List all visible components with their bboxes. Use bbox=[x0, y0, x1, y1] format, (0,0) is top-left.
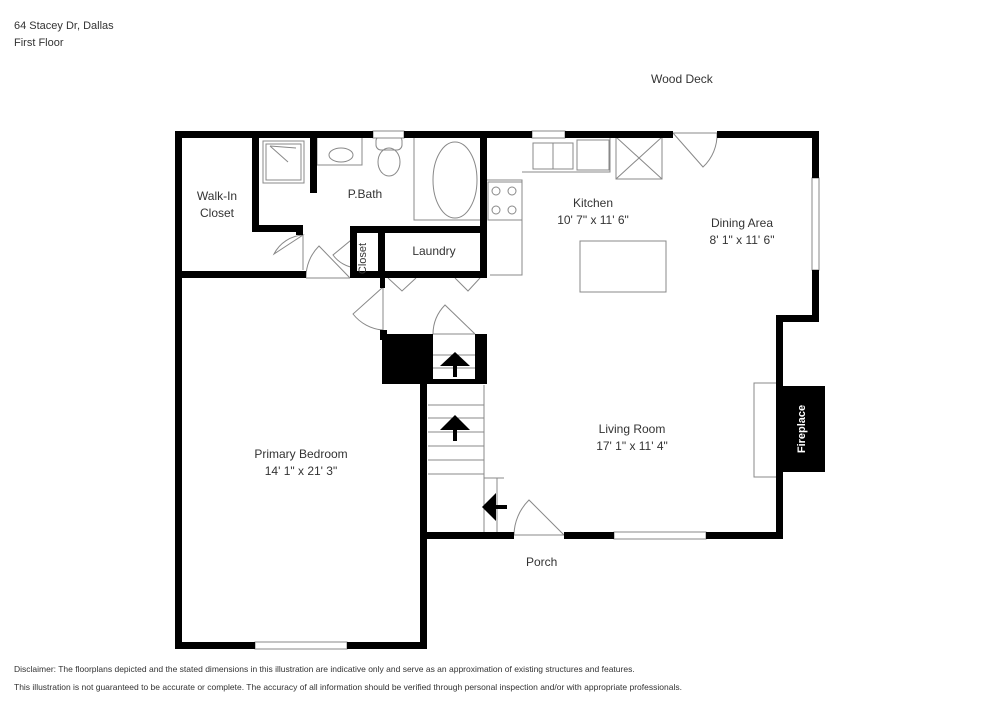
fireplace: Fireplace bbox=[788, 396, 816, 462]
room-dims: 17' 1" x 11' 4" bbox=[596, 439, 668, 453]
room-name: Primary Bedroom bbox=[254, 447, 348, 461]
room-dims: 14' 1" x 21' 3" bbox=[264, 464, 338, 478]
wood-deck-label: Wood Deck bbox=[651, 72, 713, 86]
room-name: P.Bath bbox=[347, 187, 383, 201]
room-dining-area: Dining Area 8' 1" x 11' 6" bbox=[710, 215, 775, 249]
room-dims: 8' 1" x 11' 6" bbox=[709, 233, 775, 247]
room-kitchen: Kitchen 10' 7" x 11' 6" bbox=[557, 195, 629, 229]
floor-title: First Floor bbox=[14, 37, 64, 49]
room-name: Closet bbox=[199, 206, 235, 220]
address-title: 64 Stacey Dr, Dallas bbox=[14, 20, 114, 32]
windows bbox=[254, 130, 820, 650]
room-name: Walk-In bbox=[196, 189, 238, 203]
porch-label: Porch bbox=[526, 555, 558, 569]
room-name: Living Room bbox=[598, 422, 666, 436]
room-name: Closet bbox=[357, 242, 370, 275]
walls bbox=[175, 131, 825, 649]
disclaimer-line-2: This illustration is not guaranteed to b… bbox=[14, 682, 682, 692]
room-walk-in-closet: Walk-In Closet bbox=[197, 188, 237, 222]
room-closet: Closet bbox=[357, 242, 379, 275]
room-primary-bedroom: Primary Bedroom 14' 1" x 21' 3" bbox=[254, 446, 347, 480]
room-name: Laundry bbox=[412, 244, 456, 258]
stair-arrows bbox=[440, 352, 507, 521]
disclaimer-line-1: Disclaimer: The floorplans depicted and … bbox=[14, 664, 635, 674]
room-name: Dining Area bbox=[710, 216, 774, 230]
room-name: Kitchen bbox=[572, 196, 614, 210]
room-living-room: Living Room 17' 1" x 11' 4" bbox=[596, 421, 668, 455]
room-laundry: Laundry bbox=[412, 243, 455, 260]
fireplace-label: Fireplace bbox=[796, 404, 808, 454]
room-p-bath: P.Bath bbox=[348, 186, 382, 203]
room-dims: 10' 7" x 11' 6" bbox=[557, 213, 629, 227]
